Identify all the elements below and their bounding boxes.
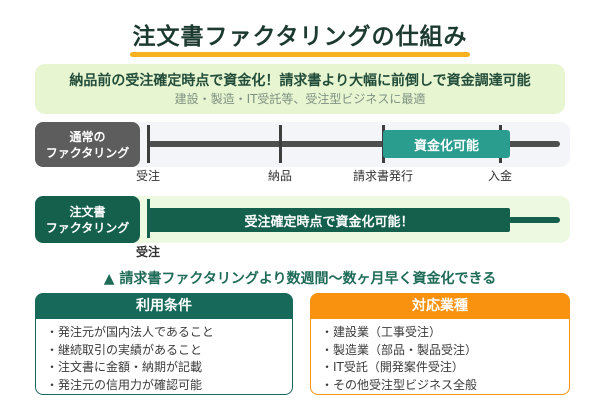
list-item: ・注文書に金額・納期が記載 <box>46 360 203 374</box>
banner-headline: 納品前の受注確定時点で資金化！請求書より大幅に前倒しで資金調達可能 <box>69 73 531 89</box>
speed-note: ▲ 請求書ファクタリングより数週間〜数ヶ月早く資金化できる <box>103 271 497 287</box>
timeline-normal-label-line2: ファクタリング <box>45 145 130 160</box>
funding-available-box: 資金化可能 <box>383 130 510 158</box>
page-title: 注文書ファクタリングの仕組み <box>132 24 468 50</box>
list-item: ・建設業（工事受注） <box>321 325 442 339</box>
conditions-card-title: 利用条件 <box>35 293 293 319</box>
tick-order <box>147 125 150 163</box>
industries-list: ・建設業（工事受注） ・製造業（部品・製品受注） ・IT受託（開発案件受注） ・… <box>321 324 559 394</box>
timeline-normal-line <box>148 141 560 147</box>
milestone-order: 受注 <box>135 169 160 183</box>
conditions-list: ・発注元が国内法人であること ・継続取引の実績があること ・注文書に金額・納期が… <box>46 324 282 394</box>
title-underline <box>130 52 470 57</box>
timeline-normal-label: 通常の ファクタリング <box>35 122 140 167</box>
list-item: ・製造業（部品・製品受注） <box>321 342 478 357</box>
list-item: ・IT受託（開発案件受注） <box>321 360 464 374</box>
summary-banner: 納品前の受注確定時点で資金化！請求書より大幅に前倒しで資金調達可能 建設・製造・… <box>35 64 565 114</box>
po-funding-bar: 受注確定時点で資金化可能！ <box>148 208 510 232</box>
list-item: ・発注元が国内法人であること <box>46 325 214 339</box>
list-item: ・発注元の信用力が確認可能 <box>46 377 203 392</box>
conditions-card-body: ・発注元が国内法人であること ・継続取引の実績があること ・注文書に金額・納期が… <box>35 319 293 395</box>
timeline-po-label: 注文書 ファクタリング <box>35 196 140 243</box>
industries-card-body: ・建設業（工事受注） ・製造業（部品・製品受注） ・IT受託（開発案件受注） ・… <box>310 319 570 395</box>
list-item: ・継続取引の実績があること <box>46 342 203 357</box>
timeline-normal-label-line1: 通常の <box>69 129 106 144</box>
banner-subtext: 建設・製造・IT受託等、受注型ビジネスに最適 <box>174 92 426 106</box>
milestone-delivery: 納品 <box>267 169 292 183</box>
list-item: ・その他受注型ビジネス全般 <box>321 377 478 392</box>
industries-card: 対応業種 ・建設業（工事受注） ・製造業（部品・製品受注） ・IT受託（開発案件… <box>310 293 570 395</box>
milestone-po-order: 受注 <box>135 245 160 259</box>
timeline-po-label-line2: ファクタリング <box>45 220 130 235</box>
milestone-invoice: 請求書発行 <box>352 169 413 183</box>
conditions-card: 利用条件 ・発注元が国内法人であること ・継続取引の実績があること ・注文書に金… <box>35 293 293 395</box>
timeline-po-label-line1: 注文書 <box>69 204 106 219</box>
po-timeline-tail <box>508 217 560 223</box>
milestone-payment: 入金 <box>487 169 512 183</box>
tick-delivery <box>279 125 282 163</box>
industries-card-title: 対応業種 <box>310 293 570 319</box>
